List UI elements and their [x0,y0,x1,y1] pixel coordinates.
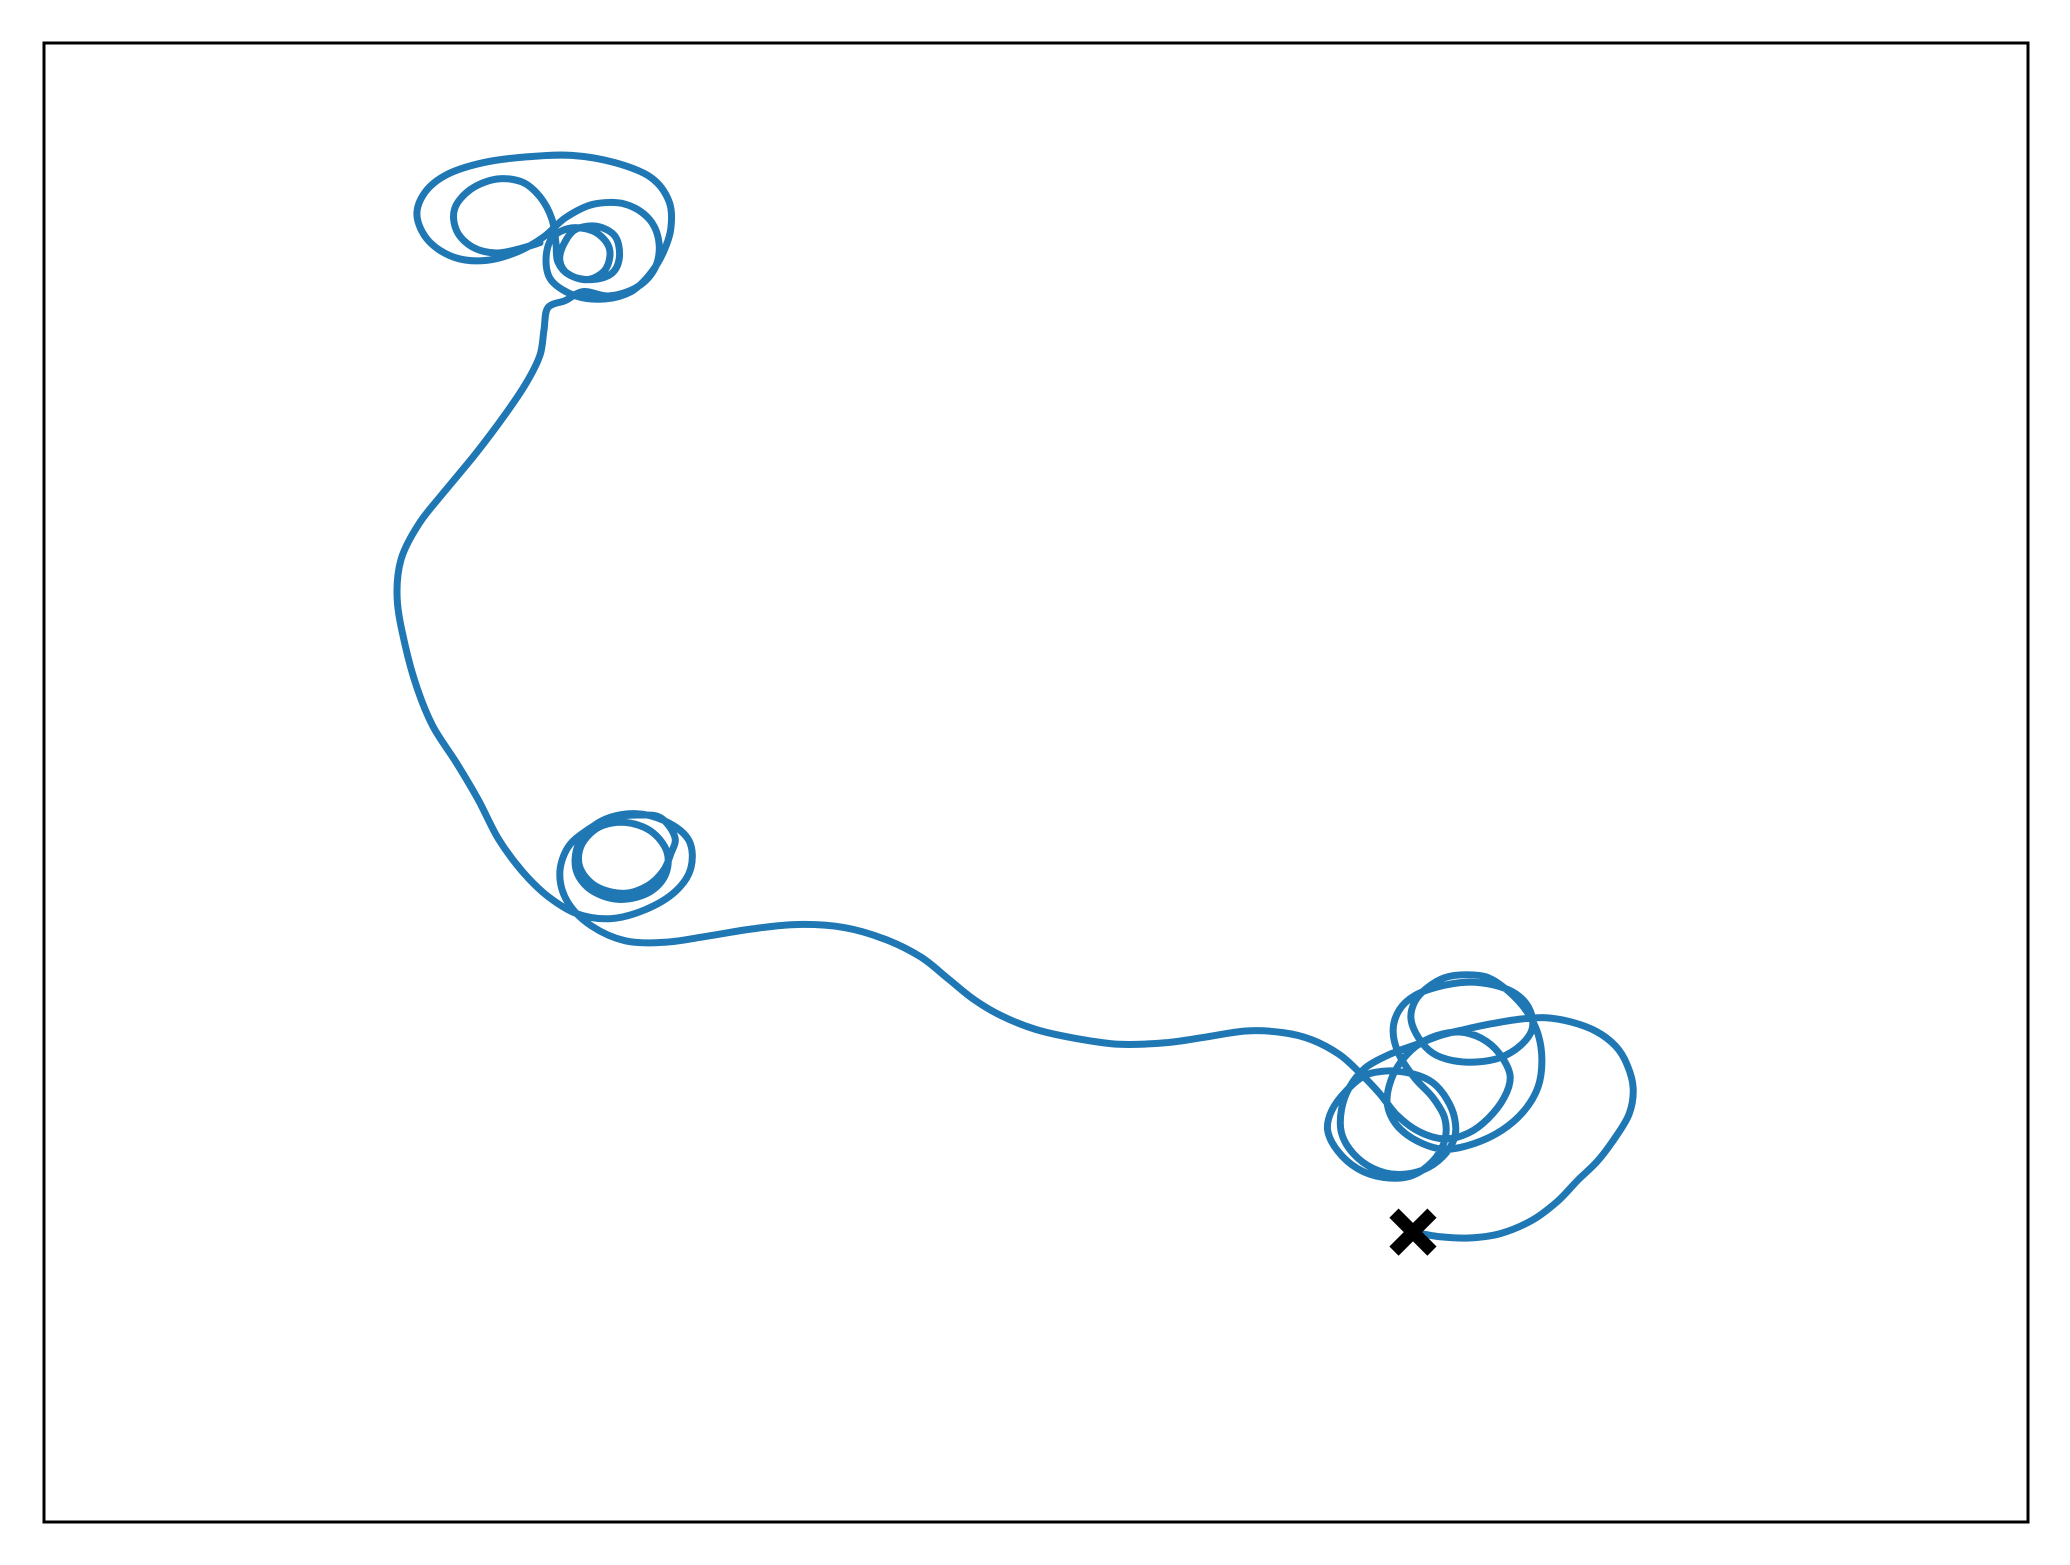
series-layer [393,151,1637,1242]
end-point-marker [1389,1208,1437,1256]
end-marker-stroke-b [1389,1208,1437,1256]
marker-layer [1389,1208,1437,1256]
axes-frame [42,41,2030,1524]
series-line [393,151,1637,1242]
